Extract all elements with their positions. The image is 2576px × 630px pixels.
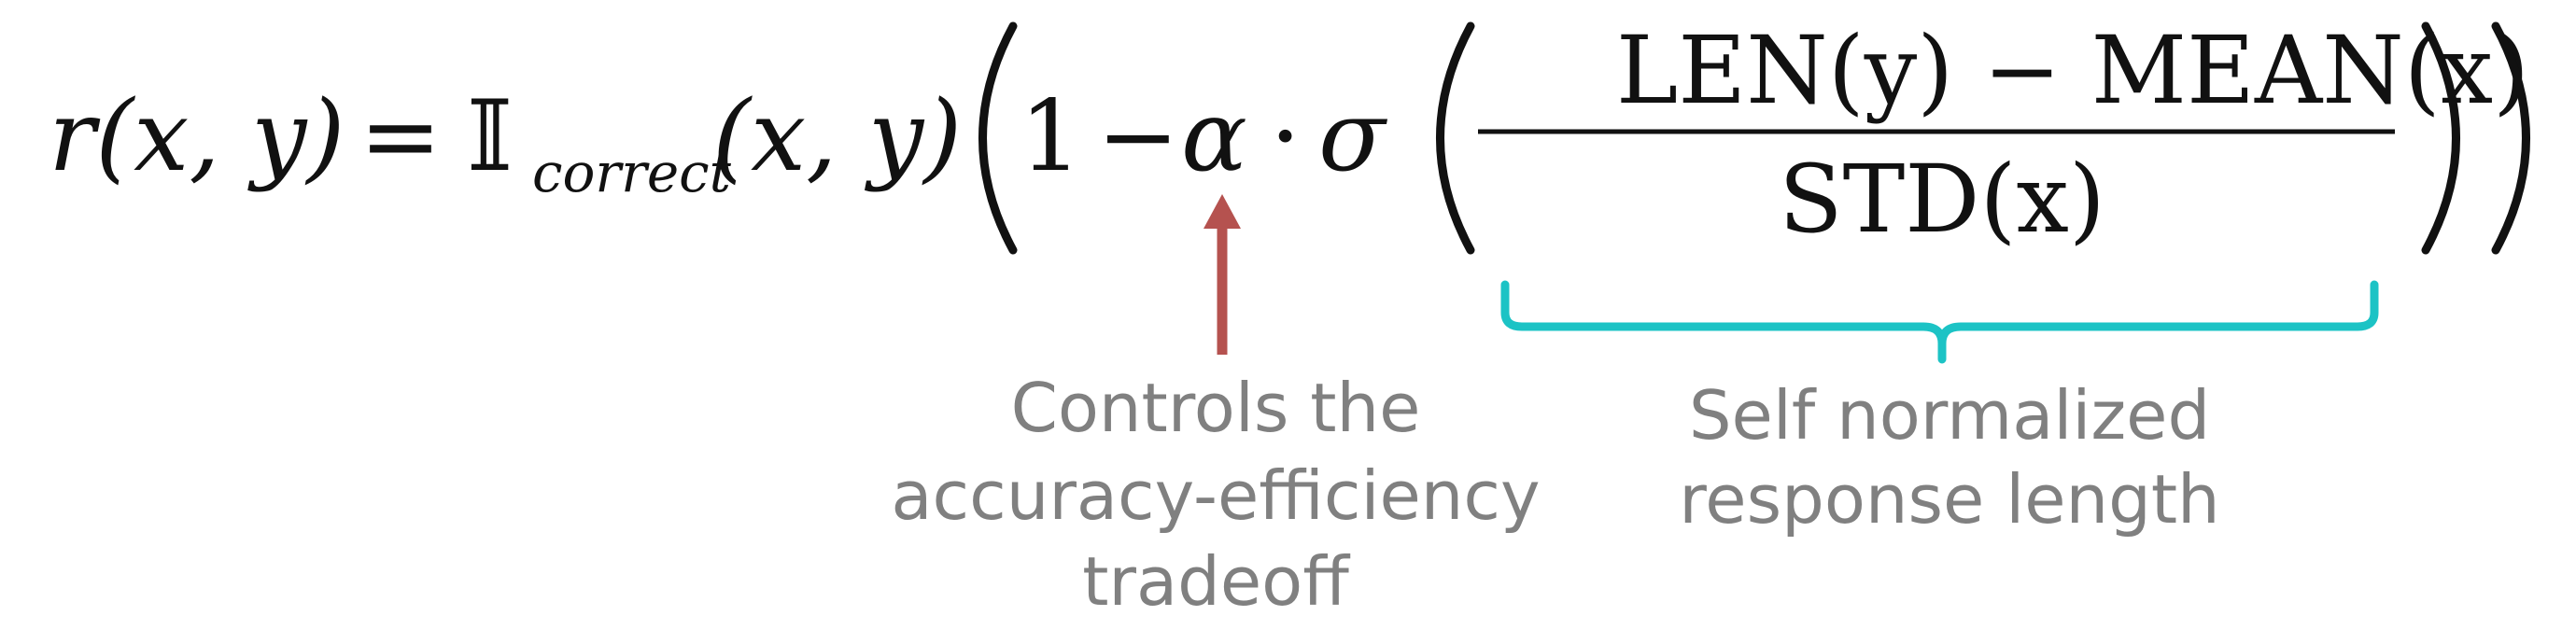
left-paren-outer	[978, 21, 1018, 255]
left-paren-inner	[1436, 21, 1475, 255]
formula-lhs: r(x, y)	[49, 79, 345, 193]
formula: r(x, y) = 𝕀 correct (x, y) 1 − α · σ LEN…	[49, 16, 2530, 255]
indicator-args: (x, y)	[712, 79, 962, 193]
alpha-annotation: Controls the accuracy-efficiency tradeof…	[891, 194, 1541, 621]
alpha-note-line-3: tradeoff	[1082, 542, 1350, 621]
right-paren-inner	[2421, 21, 2460, 255]
minus-sign: −	[1097, 79, 1179, 193]
alpha-note-line-1: Controls the	[1011, 369, 1421, 447]
alpha-arrow-head	[1204, 194, 1241, 229]
fraction-annotation: Self normalized response length	[1500, 280, 2379, 539]
alpha-symbol: α	[1181, 79, 1247, 193]
right-paren-outer	[2491, 21, 2530, 255]
fraction-numerator: LEN(y) − MEAN(x)	[1616, 16, 2529, 125]
alpha-note-line-2: accuracy-efficiency	[891, 456, 1540, 535]
fraction-note-line-2: response length	[1679, 460, 2219, 539]
cdot: ·	[1270, 79, 1301, 193]
fraction-denominator: STD(x)	[1779, 145, 2105, 254]
indicator-symbol: 𝕀	[467, 79, 513, 193]
one: 1	[1020, 79, 1082, 193]
sigma-symbol: σ	[1318, 79, 1388, 193]
indicator-subscript: correct	[532, 141, 732, 204]
underbrace	[1500, 280, 2379, 364]
equals-sign: =	[359, 79, 442, 193]
fraction-note-line-1: Self normalized	[1689, 376, 2210, 455]
